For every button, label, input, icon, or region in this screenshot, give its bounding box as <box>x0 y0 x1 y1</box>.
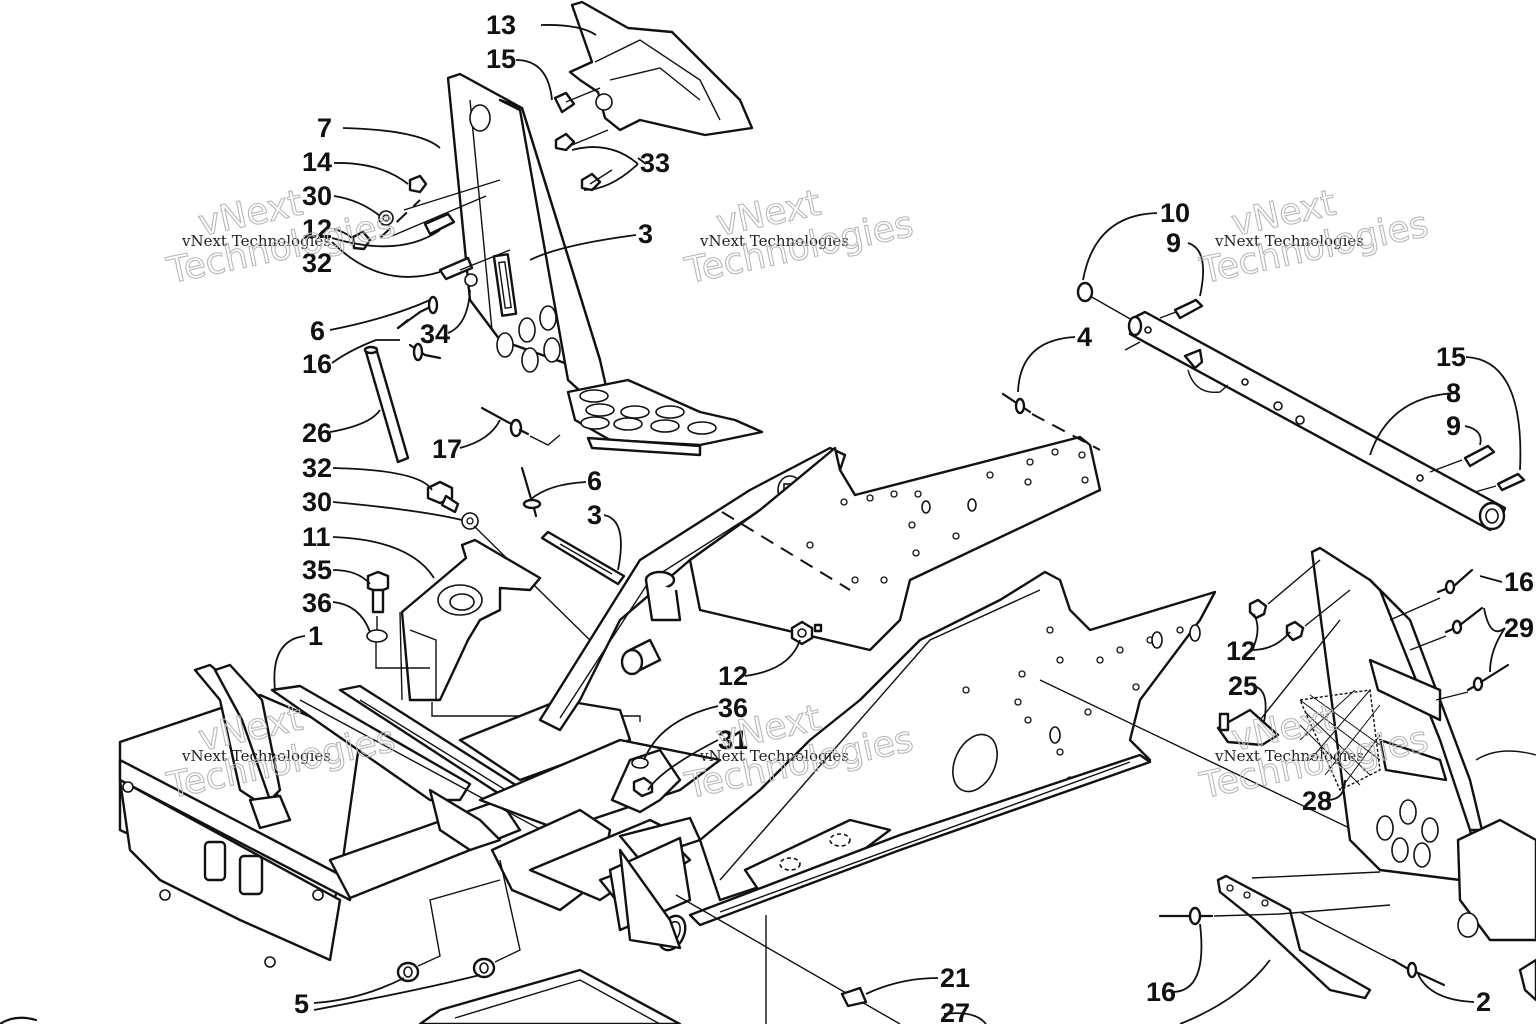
callout-11: 11 <box>302 522 331 552</box>
callout-6: 6 <box>310 316 325 346</box>
callout-16b: 16 <box>1504 567 1534 597</box>
steering-support-plate <box>446 72 610 402</box>
svg-text:vNext Technologies: vNext Technologies <box>1214 747 1364 765</box>
tunnel-side-panel-lower <box>688 570 1501 927</box>
callout-32b: 32 <box>302 453 332 483</box>
callout-30b: 30 <box>302 487 332 517</box>
callout-13: 13 <box>486 10 516 40</box>
callout-14: 14 <box>302 147 332 177</box>
svg-text:vNext Technologies: vNext Technologies <box>699 747 849 765</box>
callout-27: 27 <box>940 998 970 1024</box>
callout-3: 3 <box>638 219 653 249</box>
right-hardware <box>1248 559 1510 701</box>
callout-2: 2 <box>1476 987 1491 1017</box>
callout-35: 35 <box>302 555 332 585</box>
watermark-2: vNext vNext Technologies Technologies <box>681 182 918 293</box>
callout-21: 21 <box>940 963 970 993</box>
callout-36: 36 <box>302 588 332 618</box>
callout-7: 7 <box>317 113 332 143</box>
callout-29: 29 <box>1504 613 1534 643</box>
callout-9: 9 <box>1166 228 1181 258</box>
frame-edge <box>0 1016 38 1024</box>
front-right-bulkhead <box>1310 546 1536 942</box>
callout-34: 34 <box>420 319 450 349</box>
mesh-grille <box>1298 689 1381 791</box>
front-bulkhead-frame <box>118 663 582 968</box>
callout-17: 17 <box>432 434 462 464</box>
callout-25: 25 <box>1228 671 1258 701</box>
callout-31: 31 <box>718 725 748 755</box>
small-bracket <box>1216 619 1341 747</box>
lock-nut <box>790 620 823 646</box>
leader-lines <box>273 24 1522 1024</box>
rivet <box>480 406 561 446</box>
rivet-and-slider-strip <box>520 466 626 586</box>
svg-text:vNext Technologies: vNext Technologies <box>699 232 849 250</box>
callout-10: 10 <box>1160 198 1190 228</box>
mount-bracket <box>399 538 542 702</box>
watermark-3: vNext vNext Technologies Technologies <box>1196 182 1433 293</box>
callout-16: 16 <box>302 349 332 379</box>
callout-30: 30 <box>302 181 332 211</box>
panel-holes-lower <box>962 624 1201 784</box>
callout-9b: 9 <box>1446 411 1461 441</box>
footrest-plate <box>566 378 764 457</box>
callout-1: 1 <box>308 621 323 651</box>
cross-shaft <box>1076 281 1526 532</box>
callout-36b: 36 <box>718 693 748 723</box>
callout-15: 15 <box>486 44 516 74</box>
callout-26: 26 <box>302 418 332 448</box>
rivet-4 <box>1001 392 1101 451</box>
belly-pan <box>418 968 682 1024</box>
watermark-1: vNext vNext Technologies Technologies <box>163 182 400 293</box>
callout-28: 28 <box>1302 786 1332 816</box>
callout-32: 32 <box>302 248 332 278</box>
lower-right-bracket <box>1158 871 1536 1002</box>
panel-holes <box>806 448 1089 584</box>
callout-3b: 3 <box>587 500 602 530</box>
callout-12: 12 <box>302 214 332 244</box>
svg-text:vNext Technologies: vNext Technologies <box>181 747 331 765</box>
callout-16c: 16 <box>1146 977 1176 1007</box>
dash-console <box>568 0 754 137</box>
callout-4: 4 <box>1077 322 1092 352</box>
svg-text:vNext Technologies: vNext Technologies <box>1214 232 1364 250</box>
flange-nuts <box>396 859 521 983</box>
callout-33: 33 <box>640 148 670 178</box>
callout-8: 8 <box>1446 378 1461 408</box>
callout-5: 5 <box>294 989 309 1019</box>
callout-15b: 15 <box>1436 342 1466 372</box>
cable-clip <box>675 894 901 1024</box>
svg-text:vNext Technologies: vNext Technologies <box>181 232 331 250</box>
steering-shaft <box>363 345 410 464</box>
callout-6b: 6 <box>587 466 602 496</box>
tunnel-side-panel <box>688 435 1102 652</box>
callout-labels: 13 15 7 33 14 30 12 32 3 6 34 16 26 17 3… <box>294 10 1534 1024</box>
bolt-and-washer <box>426 480 601 651</box>
lower-mount-bracket <box>610 748 682 814</box>
callout-12b: 12 <box>718 661 748 691</box>
callout-12c: 12 <box>1226 636 1256 666</box>
